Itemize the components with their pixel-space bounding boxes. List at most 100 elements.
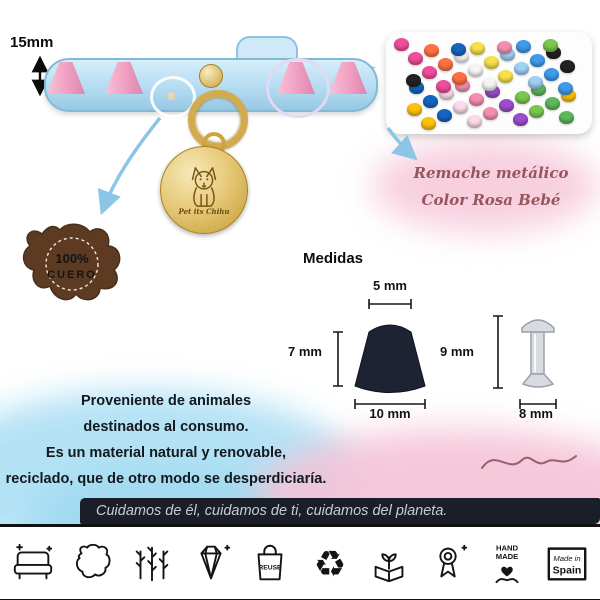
gold-charm: Pet its Chihu xyxy=(160,146,248,234)
rivet-dot xyxy=(545,97,560,110)
decorative-squiggle xyxy=(481,455,577,469)
rivet-dot xyxy=(559,111,574,124)
icon-cell-leather-hide xyxy=(67,537,119,589)
handmade-line2: MADE xyxy=(496,552,519,561)
hand-made-icon: HAND MADE xyxy=(495,544,519,584)
rivet-dot xyxy=(394,38,409,51)
eco-icon-strip: REUSE ♻ HAND xyxy=(0,524,600,600)
icon-cell-leather-sofa xyxy=(7,537,59,589)
icon-cell-hand-made: HAND MADE xyxy=(481,537,533,589)
award-icon xyxy=(439,544,468,578)
rivet-dot xyxy=(470,42,485,55)
icon-cell-trees xyxy=(126,537,178,589)
rivet-dot xyxy=(407,103,422,116)
recycle-glyph: ♻ xyxy=(313,543,346,584)
collar-width-label: 15mm xyxy=(10,34,54,51)
rivet-dot xyxy=(438,58,453,71)
rivet-dot xyxy=(528,76,543,89)
cone-dimension-lines xyxy=(333,299,426,409)
rivet-dot xyxy=(543,39,558,52)
chihuahua-engraving-icon xyxy=(191,167,217,207)
rivet-dot xyxy=(558,82,573,95)
trees-icon xyxy=(135,546,169,582)
rivet-dot xyxy=(497,41,512,54)
rivet-dot xyxy=(498,70,513,83)
icon-cell-made-in-spain: Made in Spain xyxy=(541,537,593,589)
icon-cell-plant-box xyxy=(363,537,415,589)
rivet-dot xyxy=(515,91,530,104)
cone-base-width-label: 10 mm xyxy=(369,406,411,421)
reuse-label: REUSE xyxy=(259,565,283,572)
measures-title: Medidas xyxy=(303,250,364,267)
rivet-dot xyxy=(482,78,497,91)
icon-cell-diamond xyxy=(185,537,237,589)
rivet-note: Remache metálico Color Rosa Bebé xyxy=(386,160,596,214)
rivet-dot xyxy=(529,105,544,118)
care-banner: Cuidamos de él, cuidamos de ti, cuidamos… xyxy=(80,498,600,524)
rivet-dimension-lines xyxy=(493,315,557,409)
heart-glyph xyxy=(501,566,514,577)
reuse-bag-icon: REUSE xyxy=(257,544,283,581)
rivet-dot xyxy=(484,56,499,69)
material-line4: reciclado, que de otro modo se desperdic… xyxy=(5,471,327,487)
gold-stud xyxy=(199,64,223,88)
rivet-dot xyxy=(468,64,483,77)
madein-line1: Made in xyxy=(553,554,580,563)
rivet-dot xyxy=(469,93,484,106)
rivet-note-line2: Color Rosa Bebé xyxy=(421,191,561,209)
charm-text: Pet its Chihu xyxy=(178,207,230,216)
leather-quality-badge: 100% CUERO xyxy=(22,223,121,301)
leather-hide-icon xyxy=(75,543,111,579)
measures-diagram xyxy=(333,299,557,409)
rivet-dot xyxy=(422,66,437,79)
rivet-dot xyxy=(408,52,423,65)
diamond-icon xyxy=(200,544,231,580)
highlight-circle-spike xyxy=(266,58,330,118)
material-line3: Es un material natural y renovable, xyxy=(45,445,287,461)
care-banner-text: Cuidamos de él, cuidamos de ti, cuidamos… xyxy=(96,503,448,519)
plant-box-icon xyxy=(374,553,404,583)
made-in-spain-icon: Made in Spain xyxy=(547,547,587,581)
rivet-dot xyxy=(516,40,531,53)
rivet-dot xyxy=(436,80,451,93)
rivet-note-line1: Remache metálico xyxy=(413,164,569,182)
rivet-dot xyxy=(424,44,439,57)
rivet-dot xyxy=(406,74,421,87)
icon-cell-recycle: ♻ xyxy=(304,537,356,589)
cone-height-label: 7 mm xyxy=(288,344,322,359)
cone-top-width-label: 5 mm xyxy=(373,278,407,293)
rivet-dot xyxy=(451,43,466,56)
rivet-dot xyxy=(530,54,545,67)
arrow-strap-to-badge xyxy=(97,116,162,216)
highlight-circle-rivet xyxy=(150,76,196,118)
rivet-base-width-label: 8 mm xyxy=(519,406,553,421)
rivet-height-label: 9 mm xyxy=(440,344,474,359)
rivet-dot xyxy=(560,60,575,73)
material-description: Proveniente de animales destinados al co… xyxy=(0,388,332,492)
rivet-dot xyxy=(452,72,467,85)
rivet-dot xyxy=(514,62,529,75)
rivet-dot xyxy=(453,101,468,114)
rivet-dot xyxy=(499,99,514,112)
colorful-rivets-photo xyxy=(386,32,592,134)
rivet-dot xyxy=(483,107,498,120)
material-line1: Proveniente de animales xyxy=(80,393,252,409)
icon-cell-award xyxy=(422,537,474,589)
handmade-line1: HAND xyxy=(496,544,519,553)
material-line2: destinados al consumo. xyxy=(83,419,249,435)
badge-percent: 100% xyxy=(55,251,89,266)
recycle-icon: ♻ xyxy=(313,543,346,584)
icon-cell-reuse-bag: REUSE xyxy=(244,537,296,589)
rivet-dot xyxy=(421,117,436,130)
madein-line2: Spain xyxy=(552,565,581,577)
rivet-dot xyxy=(513,113,528,126)
leather-hide-shape xyxy=(22,223,121,301)
leather-sofa-icon xyxy=(14,543,53,580)
badge-material: CUERO xyxy=(47,269,97,281)
rivet-dot xyxy=(467,115,482,128)
rivet-dot xyxy=(544,68,559,81)
cone-spike-drawing xyxy=(354,324,426,393)
rivet-dot xyxy=(423,95,438,108)
rivet-drawing xyxy=(521,319,555,388)
